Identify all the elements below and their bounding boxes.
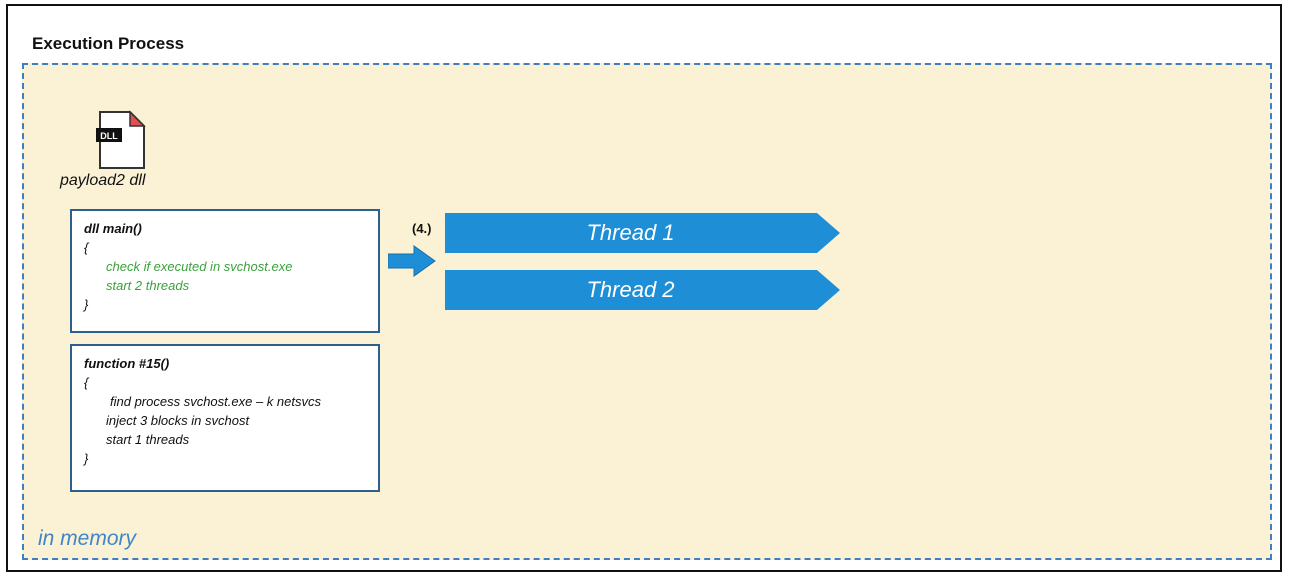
step-label: (4.)	[412, 221, 432, 236]
thread-1-label: Thread 1	[586, 220, 675, 245]
thread-1-arrow: Thread 1	[445, 213, 840, 253]
dll-main-code-box: dll main() { check if executed in svchos…	[70, 209, 380, 333]
right-arrow-icon	[388, 245, 436, 277]
function15-open-brace: {	[84, 375, 89, 390]
dll-main-line: check if executed in svchost.exe	[106, 259, 293, 274]
thread-2-label: Thread 2	[586, 277, 675, 302]
dll-file-icon: DLL	[96, 110, 146, 169]
thread-2-arrow: Thread 2	[445, 270, 840, 310]
function15-close-brace: }	[84, 451, 89, 466]
dll-icon-text: DLL	[100, 131, 118, 141]
diagram-title: Execution Process	[32, 34, 185, 53]
function15-line: start 1 threads	[106, 432, 190, 447]
function15-code-box: function #15() { find process svchost.ex…	[70, 344, 380, 492]
function15-line: inject 3 blocks in svchost	[106, 413, 250, 428]
dll-main-close-brace: }	[84, 297, 89, 312]
dll-main-header: dll main()	[84, 221, 142, 236]
function15-header: function #15()	[84, 356, 170, 371]
dll-main-line: start 2 threads	[106, 278, 190, 293]
dll-caption: payload2 dll	[60, 172, 146, 189]
function15-line: find process svchost.exe – k netsvcs	[110, 394, 321, 409]
dll-main-open-brace: {	[84, 240, 89, 255]
memory-region-label: in memory	[38, 527, 137, 550]
